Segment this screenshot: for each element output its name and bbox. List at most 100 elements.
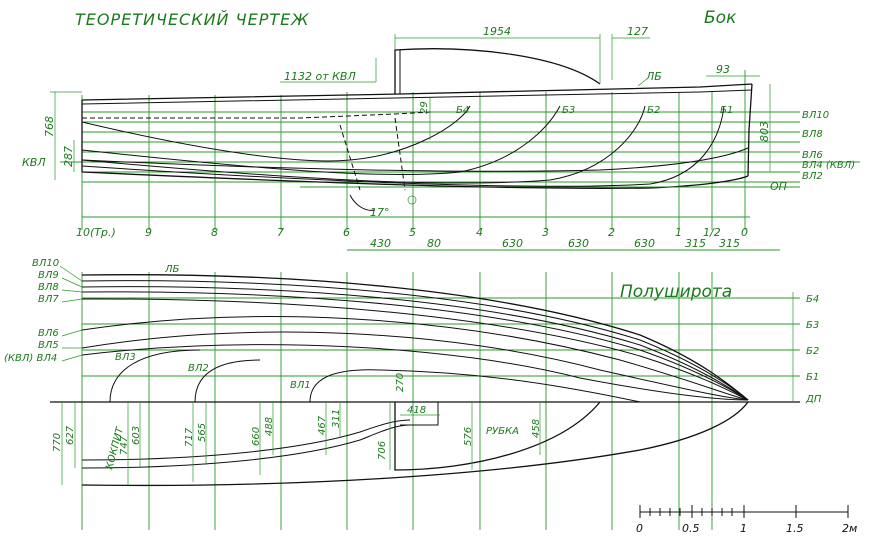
halfbreadth-view: ВЛ10 ВЛ9 ВЛ8 ВЛ7 ВЛ6 ВЛ5 (КВЛ) ВЛ4 ЛБ ВЛ…: [4, 258, 822, 530]
station-label-8: 8: [211, 226, 218, 239]
halfbreadth-left-labels: ВЛ10 ВЛ9 ВЛ8 ВЛ7 ВЛ6 ВЛ5 (КВЛ) ВЛ4 ЛБ ВЛ…: [4, 258, 311, 391]
spacing-430: 430: [370, 237, 391, 250]
dim-565: 565: [197, 423, 208, 442]
waterline-vl8: [81, 291, 749, 401]
waterline-vl10: [81, 280, 749, 401]
dim-93: 93: [716, 63, 730, 76]
side-view-title: Бок: [704, 8, 737, 28]
cockpit-dashed-line: [82, 111, 433, 119]
dim-706: 706: [377, 441, 388, 460]
buttock-label-b3-right: Б3: [806, 320, 819, 331]
station-label-2: 2: [608, 226, 615, 239]
cockpit-line-lower: [81, 424, 411, 469]
dim-418: 418: [407, 405, 426, 416]
halfbreadth-buttock-grid: [82, 297, 800, 377]
drawing-title: ТЕОРЕТИЧЕСКИЙ ЧЕРТЕЖ: [75, 10, 309, 29]
label-vl6-left: ВЛ6: [38, 328, 59, 339]
station-label-6: 6: [343, 226, 350, 239]
dim-660: 660: [251, 427, 262, 446]
dim-127: 127: [627, 25, 648, 38]
keel-line: [81, 171, 749, 189]
spacing-630-b: 630: [568, 237, 589, 250]
dim-270: 270: [395, 373, 406, 392]
cockpit-dashed-line-3: [394, 117, 406, 191]
side-right-labels: 803 ВЛ10 ВЛ8 ВЛ6 ВЛ4 (КВЛ) ВЛ2 ОП Б4 Б3 …: [370, 84, 855, 219]
scale-tick-0-5: 0.5: [682, 522, 700, 535]
dim-458: 458: [531, 419, 542, 438]
station-label-9: 9: [145, 226, 152, 239]
spacing-630-a: 630: [502, 237, 523, 250]
scale-tick-0: 0: [636, 522, 643, 535]
dim-747: 747: [119, 435, 130, 455]
dim-576: 576: [463, 427, 474, 446]
deck-outline-lower: [81, 401, 749, 487]
station-axis: 10(Тр.) 9 8 7 6 5 4 3 2 1 1/2 0 430 80 6…: [76, 216, 780, 251]
scale-tick-1: 1: [740, 522, 747, 535]
label-vl2-inner: ВЛ2: [188, 363, 209, 374]
waterline-label-vl4: ВЛ4 (КВЛ): [802, 160, 855, 171]
buttock-b2: [81, 105, 646, 184]
angle-label: 17°: [370, 206, 390, 219]
label-vl1-inner: ВЛ1: [290, 380, 311, 391]
label-cabin: РУБКА: [486, 426, 519, 437]
buttock-b1: [81, 105, 725, 187]
buttock-label-b2-right: Б2: [806, 346, 819, 357]
label-kvl-side: КВЛ: [22, 156, 46, 169]
label-lb-halfbreadth: ЛБ: [164, 264, 180, 275]
dim-1954: 1954: [483, 25, 511, 38]
buttock-b4: [81, 105, 471, 162]
scale-tick-1-5: 1.5: [786, 522, 804, 535]
spacing-80: 80: [427, 237, 441, 250]
station-label-4: 4: [476, 226, 483, 239]
buttock-label-b3: Б3: [562, 105, 575, 116]
deck-line: [81, 89, 753, 105]
scale-tick-2m: 2м: [842, 522, 857, 535]
cockpit-line-lower-2: [81, 419, 411, 461]
station-label-1: 1: [675, 226, 682, 239]
station-label-7: 7: [277, 226, 284, 239]
chine-line: [81, 147, 749, 172]
label-vl7-left: ВЛ7: [38, 294, 59, 305]
label-vl10-left: ВЛ10: [32, 258, 59, 269]
dim-768: 768: [43, 116, 56, 137]
label-vl3-inner: ВЛ3: [115, 352, 136, 363]
buttock-label-b4-right: Б4: [806, 294, 819, 305]
dim-467: 467: [317, 415, 328, 435]
side-view: 1954 127 93 1132 от КВЛ ЛБ 768 287 КВЛ 2…: [22, 25, 860, 251]
station-label-3: 3: [542, 226, 549, 239]
waterline-label-vl10: ВЛ10: [802, 110, 829, 121]
side-waterline-grid: [60, 111, 860, 188]
rudder-shaft: [349, 194, 376, 211]
waterline-vl2: [194, 359, 261, 403]
waterline-vl3: [109, 349, 201, 403]
dim-627: 627: [65, 425, 76, 445]
waterline-vl9: [81, 286, 749, 401]
dim-287: 287: [62, 146, 75, 167]
dim-803: 803: [758, 121, 771, 142]
cabin-outline-lower: [394, 401, 601, 471]
waterline-vl5: [81, 331, 749, 401]
side-left-dimensions: 768 287 КВЛ 29: [22, 91, 431, 180]
spacing-315-a: 315: [685, 237, 706, 250]
buttock-label-b4: Б4: [456, 105, 469, 116]
stem-line: [747, 83, 753, 177]
station-label-10: 10(Тр.): [76, 226, 116, 239]
station-label-5: 5: [409, 226, 416, 239]
label-vl4-left: (КВЛ) ВЛ4: [4, 353, 57, 364]
sheer-line: [81, 83, 753, 101]
waterline-vl7: [81, 298, 749, 401]
station-label-half: 1/2: [703, 226, 721, 239]
label-vl9-left: ВЛ9: [38, 270, 59, 281]
dim-311: 311: [331, 409, 342, 428]
halfbreadth-right-labels: Б4 Б3 Б2 Б1 ДП: [792, 292, 822, 405]
dim-488: 488: [264, 417, 275, 436]
buttock-label-b1: Б1: [720, 105, 733, 116]
waterline-lb: [81, 274, 749, 401]
waterline-label-vl6: ВЛ6: [802, 150, 823, 161]
waterline-vl6: [81, 316, 749, 401]
baseline-label: ОП: [770, 180, 787, 193]
station-label-0: 0: [741, 226, 748, 239]
spacing-630-c: 630: [634, 237, 655, 250]
dim-603: 603: [131, 426, 142, 445]
